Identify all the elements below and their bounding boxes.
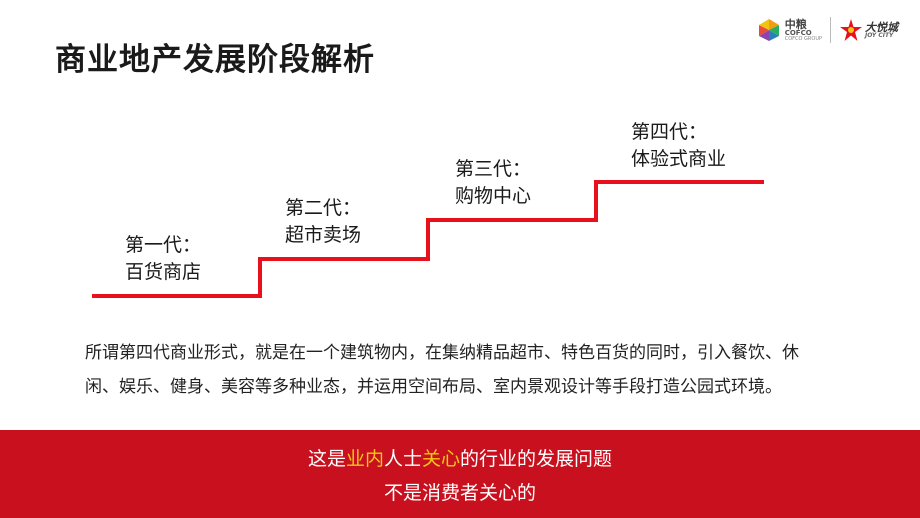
banner-text-a: 这是 [307,448,346,470]
page-title: 商业地产发展阶段解析 [55,42,375,78]
banner-highlight-insider: 业内 [345,448,384,470]
stage-3-label: 第三代： 购物中心 [455,156,531,210]
bottom-banner: 这是业内人士关心的行业的发展问题 不是消费者关心的 [0,430,920,518]
joycity-star-icon [840,19,862,41]
banner-line-2: 不是消费者关心的 [383,482,536,504]
banner-highlight-concern: 关心 [422,448,461,470]
stage-1-name: 百货商店 [125,261,202,283]
stage-4-name: 体验式商业 [631,148,727,170]
cofco-en-text: COFCO [784,28,812,37]
stage-1-label: 第一代： 百货商店 [125,232,201,286]
stage-3-name: 购物中心 [455,185,532,207]
banner-text-c: 人士 [383,448,422,470]
banner-text-e: 的行业的发展问题 [460,448,613,470]
cofco-sub-text: COFCO GROUP [784,35,822,42]
stage-4-label: 第四代： 体验式商业 [631,119,726,173]
logo-area: 中粮 COFCO COFCO GROUP 大悦城 JOY CITY [757,12,898,48]
cofco-mark-icon [758,19,779,41]
stage-2-label: 第二代： 超市卖场 [285,195,361,249]
joycity-logo: 大悦城 JOY CITY [839,18,898,42]
description-text: 所谓第四代商业形式，就是在一个建筑物内，在集纳精品超市、特色百货的同时，引入餐饮… [85,343,799,397]
logo-divider [830,17,831,43]
stage-2-generation: 第二代： [285,197,362,219]
stage-4-generation: 第四代： [631,121,708,143]
banner-line-1: 这是业内人士关心的行业的发展问题 [0,442,920,476]
stair-step-path [92,180,764,298]
cofco-logo: 中粮 COFCO COFCO GROUP [757,18,822,42]
stage-1-generation: 第一代： [125,234,202,256]
stage-3-generation: 第三代： [455,158,532,180]
joycity-en-text: JOY CITY [865,31,894,39]
cofco-cn-text: 中粮 [784,17,807,31]
joycity-cn-text: 大悦城 [865,20,898,34]
stage-2-name: 超市卖场 [285,224,362,246]
